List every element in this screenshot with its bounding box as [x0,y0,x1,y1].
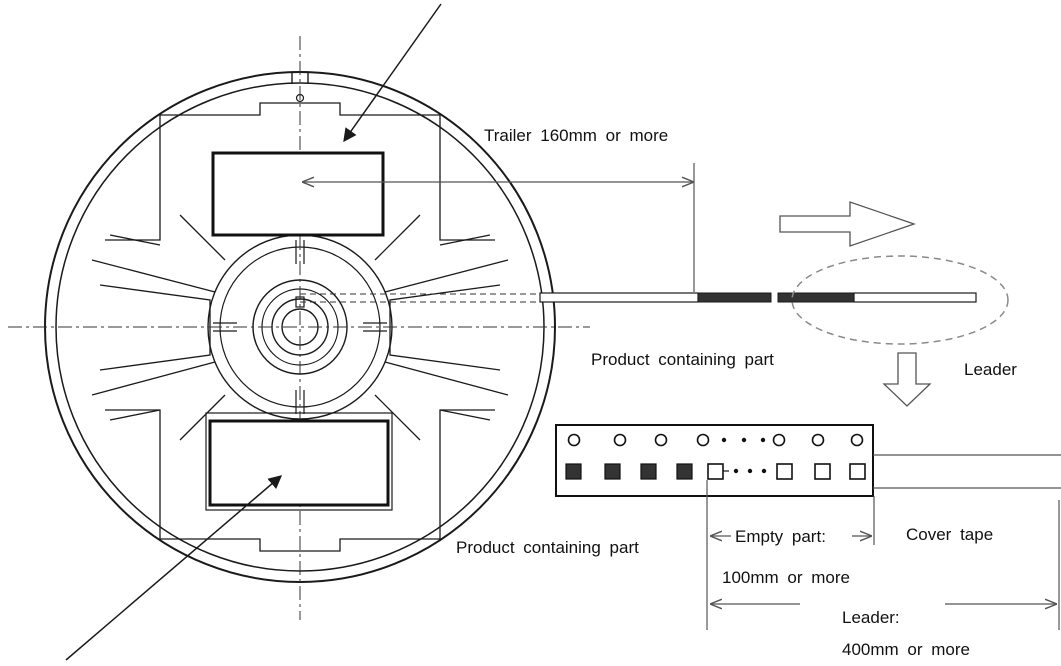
leader-highlight-ellipse [791,255,1009,345]
direction-arrow-down [882,352,932,407]
empty-part-length-label: 100mm or more [722,568,850,587]
product-containing-part-label-bottom: Product containing part [456,538,639,557]
label-window-top [211,151,385,237]
leader-dimension-label: Leader: [842,608,900,627]
carrier-tape-detail [555,424,1061,497]
product-containing-part-label-top: Product containing part [591,350,774,369]
tape-strip [300,292,977,303]
label-window-bottom-frame [205,412,393,511]
direction-arrow-right [779,201,916,247]
cover-tape-label: Cover tape [906,525,994,544]
leader-length-label: 400mm or more [842,640,970,659]
empty-part-label: Empty part: [735,527,826,546]
center-lines [8,36,590,620]
pointer-line-top [343,3,442,143]
pointer-line-bottom [65,475,283,661]
bottom-dimensions [706,480,1060,630]
reel-body [91,102,509,552]
leader-label: Leader [964,360,1017,379]
label-window-bottom [208,419,390,507]
trailer-label: Trailer 160mm or more [484,126,669,145]
